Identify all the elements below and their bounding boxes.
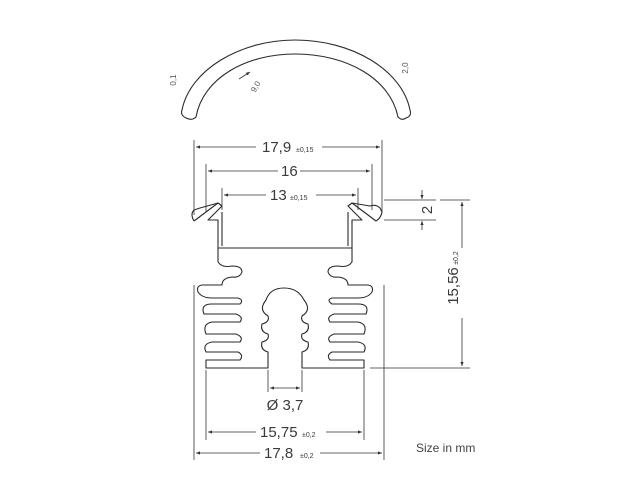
dim-width-fins-value: 15,75 — [260, 424, 298, 441]
dim-width-slot-value: 13 — [270, 187, 287, 204]
dim-width-inner: 16 — [205, 163, 373, 212]
dim-width-fins: 15,75 ±0,2 — [205, 370, 365, 441]
dim-height-value: 15,56 — [445, 267, 462, 305]
dim-width-bottom-tolerance: ±0,2 — [300, 453, 314, 460]
dim-width-bottom: 17,8 ±0,2 — [193, 285, 385, 462]
units-note: Size in mm — [416, 441, 475, 455]
cover-label-radial: 9,0 — [249, 79, 263, 94]
dim-width-bottom-value: 17,8 — [264, 445, 293, 462]
dim-width-top-tolerance: ±0,15 — [296, 147, 314, 154]
profile-outline — [191, 202, 383, 369]
dim-width-top-value: 17,9 — [262, 139, 291, 156]
dim-width-fins-tolerance: ±0,2 — [302, 432, 316, 439]
dim-hole-diameter: Ø 3,7 — [267, 370, 304, 414]
cover-label-right: 2,0 — [401, 62, 410, 74]
dim-height: 15,56 ±0,2 — [370, 199, 470, 369]
dim-width-inner-value: 16 — [281, 163, 298, 180]
cover-radial-arrow — [238, 71, 251, 80]
dim-width-slot: 13 ±0,15 — [221, 187, 359, 210]
dim-hole-diameter-value: Ø 3,7 — [267, 397, 304, 414]
dim-height-tolerance: ±0,2 — [453, 251, 460, 265]
dim-width-slot-tolerance: ±0,15 — [290, 195, 308, 202]
cover-label-left: 0,1 — [169, 74, 178, 86]
dim-lip-height: 2 — [384, 190, 436, 230]
dim-lip-height-value: 2 — [419, 206, 436, 214]
cover-arc — [180, 39, 412, 120]
dim-width-top: 17,9 ±0,15 — [193, 139, 383, 215]
